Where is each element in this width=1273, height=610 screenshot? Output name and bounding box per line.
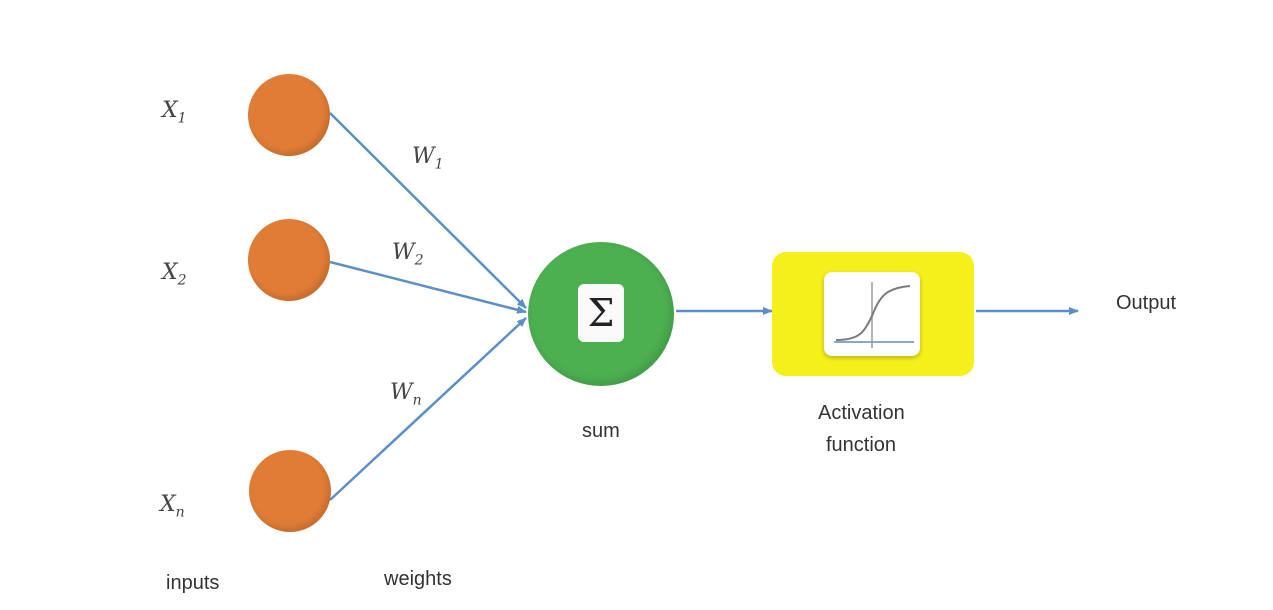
sum-node: Σ bbox=[528, 242, 674, 386]
sum-caption: sum bbox=[582, 420, 620, 442]
weight-label-wn: Wn bbox=[390, 380, 422, 409]
edge-x1-to-sum bbox=[329, 112, 527, 309]
input-node-xn bbox=[249, 450, 331, 532]
weights-caption: weights bbox=[384, 568, 452, 590]
inputs-caption: inputs bbox=[166, 572, 220, 594]
output-caption: Output bbox=[1116, 292, 1177, 314]
weight-label-w1: W1 bbox=[412, 144, 444, 173]
weight-label-w2: W2 bbox=[392, 240, 424, 269]
input-label-x2: X2 bbox=[162, 260, 187, 289]
edge-xn-to-sum bbox=[329, 317, 527, 501]
activation-caption-line2: function bbox=[826, 434, 897, 456]
input-label-xn: Xn bbox=[160, 492, 185, 521]
input-node-x2 bbox=[248, 219, 330, 301]
activation-caption-line1: Activation bbox=[818, 402, 905, 424]
sigmoid-curve-icon bbox=[824, 272, 920, 356]
activation-function-box bbox=[772, 252, 974, 376]
input-node-x1 bbox=[248, 74, 330, 156]
input-label-x1: X1 bbox=[162, 98, 187, 127]
sigma-icon: Σ bbox=[578, 284, 624, 342]
edge-x2-to-sum bbox=[329, 260, 527, 314]
